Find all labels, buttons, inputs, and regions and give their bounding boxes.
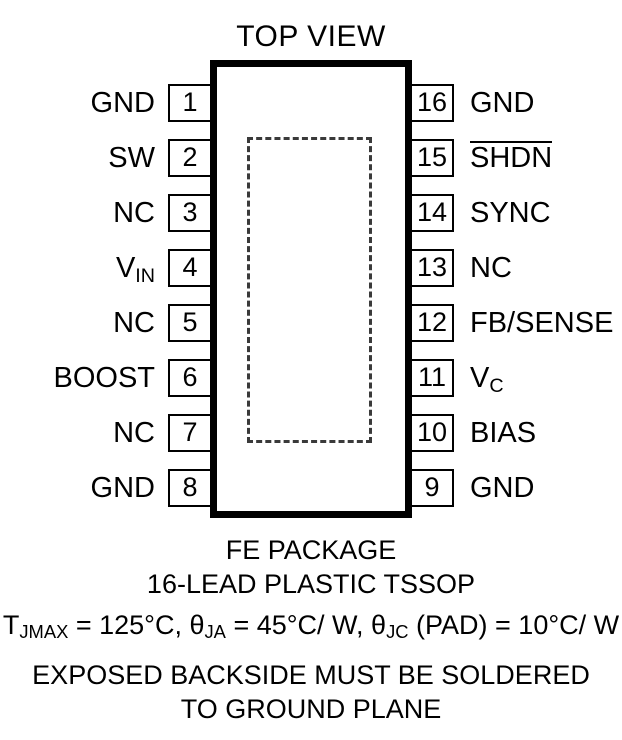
backside-note-line-2: TO GROUND PLANE: [180, 694, 442, 724]
pin-number-15: 15: [410, 139, 454, 177]
pin-label-12: FB/SENSE: [470, 307, 614, 339]
pin-number-13: 13: [410, 249, 454, 287]
pin-number-1: 1: [168, 84, 212, 122]
exposed-pad-outline: [247, 137, 372, 443]
pin-label-1: GND: [90, 87, 155, 119]
backside-note-line-1: EXPOSED BACKSIDE MUST BE SOLDERED: [32, 660, 590, 690]
pin-number-8: 8: [168, 469, 212, 507]
pin-number-12: 12: [410, 304, 454, 342]
pin-label-5: NC: [113, 307, 155, 339]
thermal-spec-caption: TJMAX = 125°C, θJA = 45°C/ W, θJC (PAD) …: [0, 608, 622, 645]
pin-label-13: NC: [470, 252, 512, 284]
pin-number-11: 11: [410, 359, 454, 397]
pin-label-2: SW: [108, 142, 155, 174]
pin-label-11-base: V: [470, 362, 490, 394]
pin-number-3: 3: [168, 194, 212, 232]
pin-number-9: 9: [410, 469, 454, 507]
pin-label-6: BOOST: [53, 362, 155, 394]
pin-number-10: 10: [410, 414, 454, 452]
pin-label-14: SYNC: [470, 197, 551, 229]
pin-label-11-subscript: C: [489, 374, 504, 397]
pin-label-11: VC: [470, 359, 622, 397]
pin-label-7: NC: [113, 417, 155, 449]
pin-number-4: 4: [168, 249, 212, 287]
pin-label-9: GND: [470, 472, 535, 504]
theta-ja-value: = 45°C/ W,: [225, 610, 372, 640]
theta-ja-symbol: θ: [189, 610, 205, 640]
pin-label-10: BIAS: [470, 417, 537, 449]
pin-number-2: 2: [168, 139, 212, 177]
pin-number-14: 14: [410, 194, 454, 232]
pin-label-4-subscript: IN: [135, 264, 155, 287]
lead-count-caption: 16-LEAD PLASTIC TSSOP: [146, 569, 476, 599]
pin-label-4-base: V: [115, 252, 136, 284]
theta-ja-subscript: JA: [204, 621, 226, 643]
page-title: TOP VIEW: [236, 20, 386, 53]
pin-label-15-overbar: SHDN: [470, 141, 553, 174]
theta-jc-symbol: θ: [371, 610, 387, 640]
pin-number-5: 5: [168, 304, 212, 342]
pin-label-3: NC: [113, 197, 155, 229]
pin-label-4: VIN: [0, 249, 155, 287]
theta-jc-subscript: JC: [386, 621, 409, 643]
pin-number-7: 7: [168, 414, 212, 452]
pin-label-8: GND: [90, 472, 155, 504]
tjmax-subscript: JMAX: [19, 621, 69, 643]
theta-jc-value: (PAD) = 10°C/ W: [408, 610, 620, 640]
pin-label-16: GND: [470, 87, 535, 119]
pin-number-16: 16: [410, 84, 454, 122]
package-name-caption: FE PACKAGE: [225, 535, 397, 565]
tjmax-symbol: T: [2, 610, 20, 640]
tjmax-value: = 125°C,: [68, 610, 190, 640]
pin-label-15: SHDN: [470, 139, 622, 177]
pin-number-6: 6: [168, 359, 212, 397]
